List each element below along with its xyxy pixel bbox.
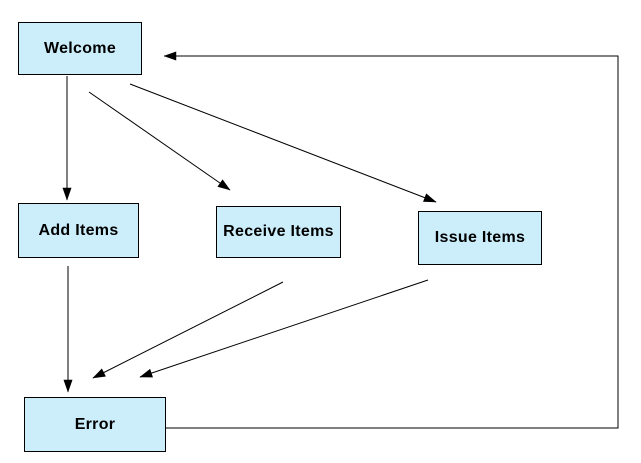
node-receive-items-label: Receive Items xyxy=(223,223,334,240)
node-receive-items: Receive Items xyxy=(216,206,341,258)
edge-error-to-welcome xyxy=(163,51,619,429)
edge-issue-items-to-error xyxy=(139,279,429,378)
node-welcome-label: Welcome xyxy=(43,39,117,57)
node-welcome: Welcome xyxy=(18,22,142,75)
node-issue-items-label: Issue Items xyxy=(434,229,526,246)
edge-welcome-to-receive-items xyxy=(88,91,231,191)
edge-receive-items-to-error xyxy=(92,281,284,379)
node-error: Error xyxy=(24,397,166,452)
edge-welcome-to-issue-items xyxy=(129,83,437,203)
node-error-label: Error xyxy=(74,415,116,433)
node-issue-items: Issue Items xyxy=(418,211,542,265)
node-add-items: Add Items xyxy=(18,203,139,258)
node-add-items-label: Add Items xyxy=(38,221,119,239)
